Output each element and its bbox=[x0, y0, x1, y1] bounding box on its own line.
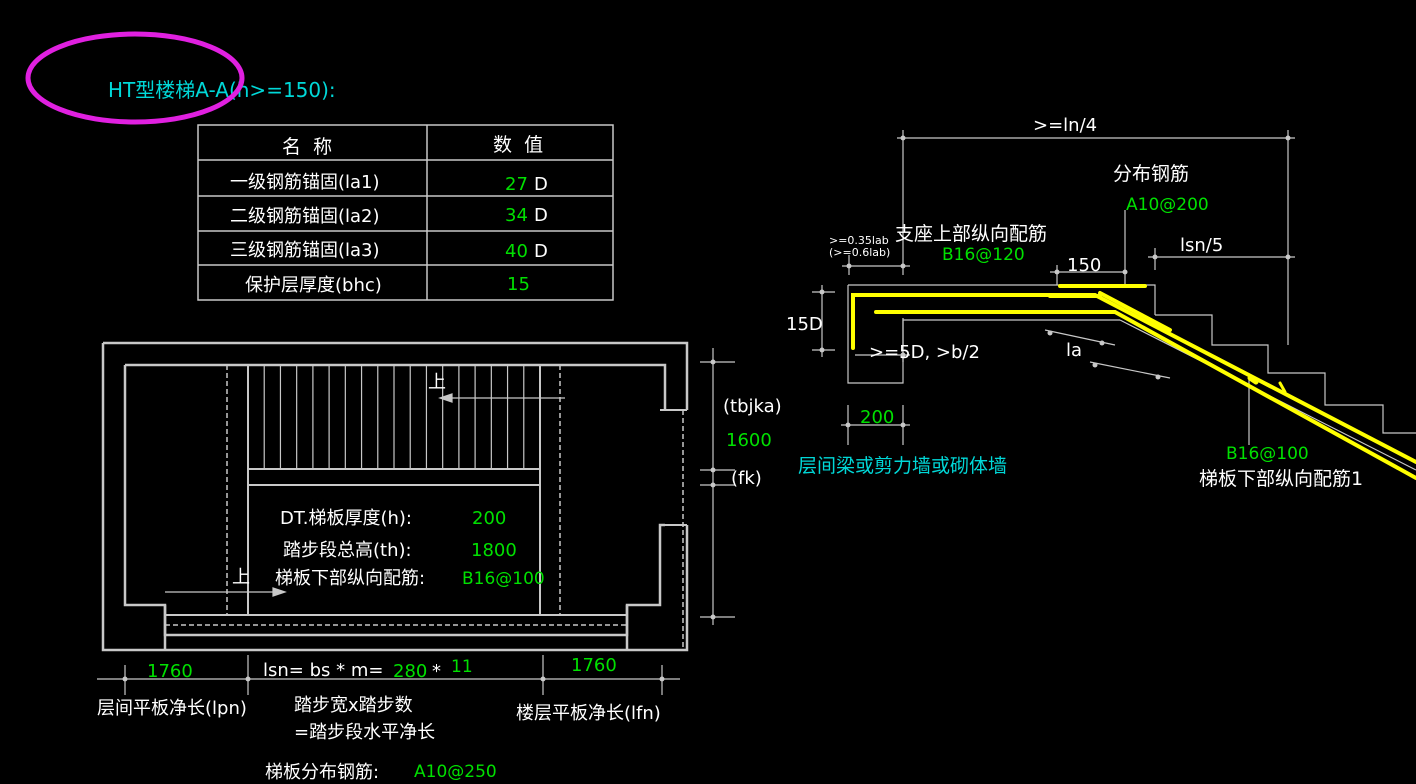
lpn-value: 1760 bbox=[147, 661, 193, 682]
drawing-title: HT型楼梯A-A(h>=150): bbox=[108, 78, 336, 102]
fk-label: (fk) bbox=[731, 468, 762, 489]
bottom-dimension bbox=[97, 655, 680, 695]
mid-label-1: 踏步宽x踏步数 bbox=[294, 695, 413, 716]
la-label: la bbox=[1066, 340, 1082, 361]
dim-200: 200 bbox=[860, 407, 894, 428]
rebar-value: B16@100 bbox=[462, 569, 545, 589]
dim-150: 150 bbox=[1067, 255, 1101, 276]
lsn-star: * bbox=[432, 661, 441, 682]
beam-label: 层间梁或剪力墙或砌体墙 bbox=[798, 455, 1007, 477]
dist-rebar-label: 梯板分布钢筋: bbox=[265, 762, 379, 783]
anchor-b: (>=0.6lab) bbox=[829, 246, 890, 259]
table-row-value: 34 bbox=[505, 205, 528, 226]
dashed-lines bbox=[165, 365, 684, 650]
table-row-value: 15 bbox=[507, 274, 530, 295]
dim-dots bbox=[122, 676, 665, 682]
lsn-formula: lsn= bs * m= bbox=[263, 660, 383, 681]
thickness-value: 200 bbox=[472, 508, 506, 529]
lower-rebar-title: 梯板下部纵向配筋1 bbox=[1199, 468, 1363, 490]
detail-dots bbox=[819, 135, 1291, 428]
rebar bbox=[851, 284, 1416, 480]
lfn-label: 楼层平板净长(lfn) bbox=[516, 703, 661, 724]
detail-dimensions bbox=[812, 130, 1295, 445]
parameter-table bbox=[197, 124, 614, 301]
dim-5d: >=5D, >b/2 bbox=[869, 342, 980, 363]
anchor-a: >=0.35lab bbox=[829, 234, 889, 247]
tbjka-label: (tbjka) bbox=[723, 396, 782, 417]
table-header-name: 名 称 bbox=[282, 136, 332, 158]
table-row-unit: D bbox=[534, 241, 548, 262]
up-label-left: 上 bbox=[232, 567, 250, 588]
tbjka-value: 1600 bbox=[726, 430, 772, 451]
table-row-label: 三级钢筋锚固(la3) bbox=[230, 240, 380, 261]
lfn-value: 1760 bbox=[571, 655, 617, 676]
table-row-value: 27 bbox=[505, 174, 528, 195]
lpn-label: 层间平板净长(lpn) bbox=[97, 698, 247, 719]
mid-label-2: =踏步段水平净长 bbox=[294, 722, 435, 743]
stair-plan bbox=[101, 341, 689, 652]
up-arrow-left bbox=[165, 587, 287, 597]
table-row-unit: D bbox=[534, 205, 548, 226]
lsn-m: 11 bbox=[451, 657, 473, 677]
height-label: 踏步段总高(th): bbox=[283, 540, 412, 561]
table-row-label: 保护层厚度(bhc) bbox=[245, 275, 382, 296]
up-label-top: 上 bbox=[428, 372, 446, 393]
dim-15d: 15D bbox=[786, 314, 823, 335]
ln4-label: >=ln/4 bbox=[1033, 115, 1097, 136]
dist-rebar-title: 分布钢筋 bbox=[1113, 163, 1189, 185]
up-arrow-top bbox=[438, 393, 565, 403]
lower-rebar-spec: B16@100 bbox=[1226, 444, 1309, 464]
table-header-value: 数 值 bbox=[493, 134, 543, 156]
stair-treads bbox=[263, 365, 525, 469]
lsn5-label: lsn/5 bbox=[1180, 235, 1223, 256]
right-dimension bbox=[700, 348, 735, 625]
table-row-label: 二级钢筋锚固(la2) bbox=[230, 206, 380, 227]
table-row-label: 一级钢筋锚固(la1) bbox=[230, 172, 380, 193]
support-rebar-title: 支座上部纵向配筋 bbox=[895, 223, 1047, 245]
dist-rebar-value: A10@250 bbox=[414, 762, 497, 782]
table-row-value: 40 bbox=[505, 241, 528, 262]
highlight-circle bbox=[25, 31, 245, 125]
rebar-label: 梯板下部纵向配筋: bbox=[275, 568, 425, 589]
support-rebar-spec: B16@120 bbox=[942, 245, 1025, 265]
dist-rebar-spec: A10@200 bbox=[1126, 195, 1209, 215]
lsn-bs: 280 bbox=[393, 661, 427, 682]
thickness-label: DT.梯板厚度(h): bbox=[280, 508, 412, 529]
height-value: 1800 bbox=[471, 540, 517, 561]
dim-dots bbox=[710, 359, 716, 620]
table-row-unit: D bbox=[534, 174, 548, 195]
